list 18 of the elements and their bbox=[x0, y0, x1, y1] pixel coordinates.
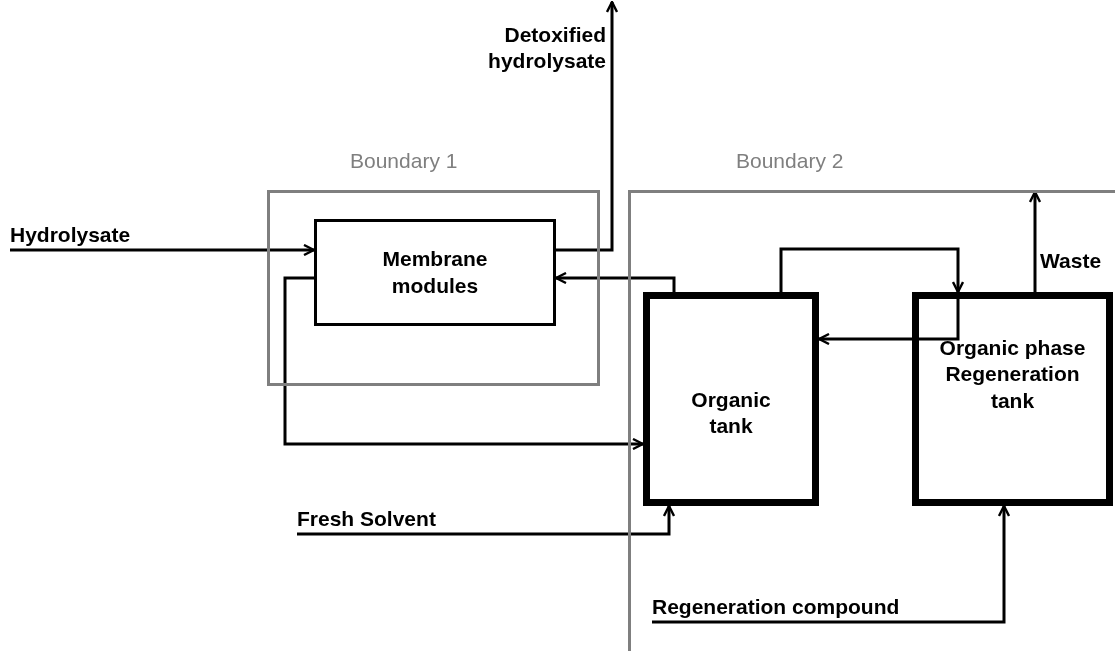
stream-label: Detoxified hydrolysate bbox=[478, 22, 606, 88]
flow-arrow bbox=[554, 271, 676, 292]
flow-arrow bbox=[556, 0, 619, 252]
tank-box: Organic phase Regeneration tank bbox=[912, 292, 1113, 506]
flow-arrow bbox=[652, 504, 1011, 624]
stream-label: Regeneration compound bbox=[652, 594, 952, 622]
stream-label: Hydrolysate bbox=[10, 222, 150, 250]
flow-arrow bbox=[1028, 190, 1042, 292]
flow-arrow bbox=[283, 276, 645, 451]
boundary-title: Boundary 1 bbox=[350, 149, 458, 173]
flow-arrow bbox=[10, 243, 316, 257]
boundary-title: Boundary 2 bbox=[736, 149, 844, 173]
flow-arrow bbox=[297, 504, 676, 536]
stream-label: Waste bbox=[1040, 248, 1115, 276]
stream-label: Fresh Solvent bbox=[297, 506, 472, 534]
flow-arrow bbox=[779, 247, 965, 294]
tank-box: Organic tank bbox=[643, 292, 819, 506]
process-box: Membrane modules bbox=[314, 219, 556, 326]
